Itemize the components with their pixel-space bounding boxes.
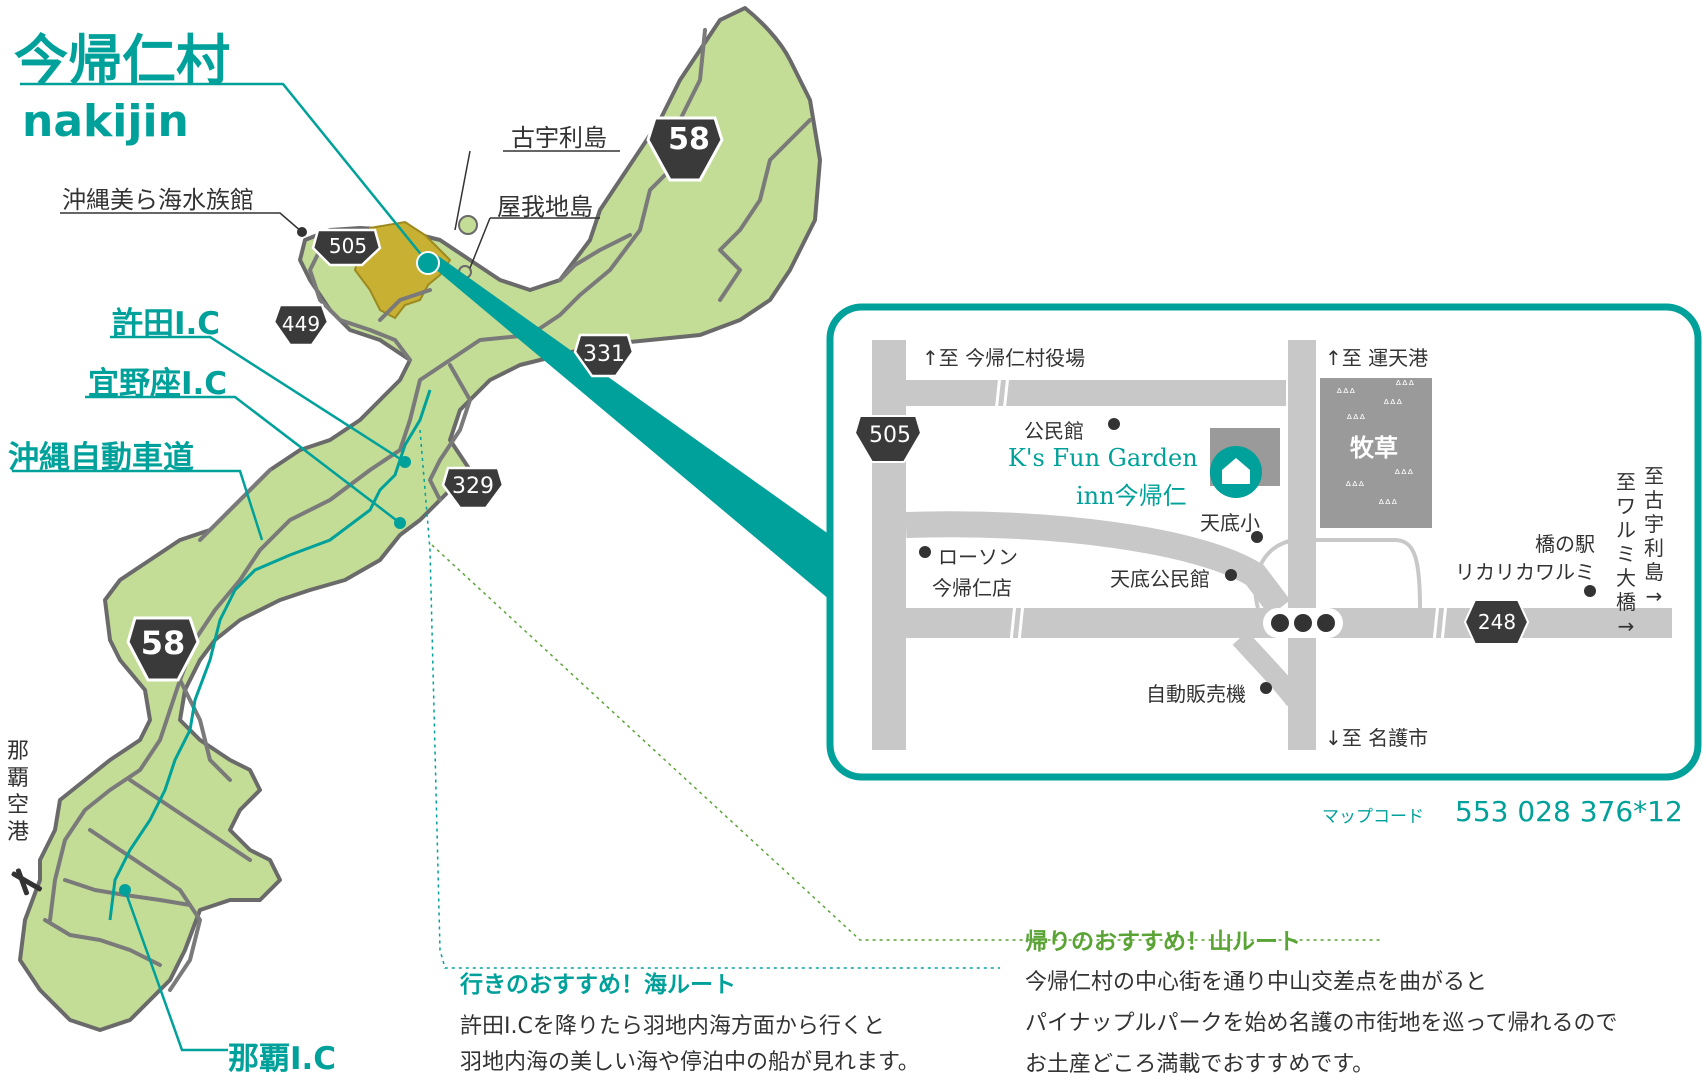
sea-route-line2: 羽地内海の美しい海や停泊中の船が見れます。 — [460, 1050, 920, 1075]
route-number-58-south: 58 — [140, 624, 186, 662]
mountain-route-heading: 帰りのおすすめ！山ルート — [1025, 929, 1301, 955]
naha-ic-point — [119, 884, 131, 896]
roads — [43, 28, 812, 992]
inset-label-to-unten: ↑至 運天港 — [1325, 346, 1429, 370]
road-breaks — [994, 374, 1448, 643]
mountain-route-line2: パイナップルパークを始め名護の市街地を巡って帰れるので — [1025, 1011, 1618, 1036]
route-number-505: 505 — [328, 234, 368, 258]
label-ginoza-ic: 宜野座I.C — [88, 366, 228, 402]
inset-label-vending: 自動販売機 — [1146, 682, 1246, 706]
route-number-58-north: 58 — [668, 122, 710, 157]
ameshoko-hall-dot — [1225, 569, 1237, 581]
svg-text:ᐞᐞᐞ: ᐞᐞᐞ — [1345, 479, 1365, 493]
inset-label-pasture: 牧草 — [1350, 434, 1398, 462]
label-expressway: 沖縄自動車道 — [8, 440, 194, 476]
callout-cone — [428, 255, 830, 600]
label-kyoda-ic: 許田I.C — [112, 306, 221, 342]
vending-dot — [1260, 682, 1272, 694]
route-shield-505 — [311, 228, 382, 267]
inset-route-shield-248 — [1463, 599, 1530, 645]
pasture-grass: ᐞᐞᐞ ᐞᐞᐞ ᐞᐞᐞ ᐞᐞᐞ ᐞᐞᐞ ᐞᐞᐞ ᐞᐞᐞ — [1336, 378, 1415, 511]
sea-route-heading: 行きのおすすめ！海ルート — [460, 972, 736, 998]
label-kouri-island: 古宇利島 — [511, 124, 607, 152]
inset-label-inn-name-2: inn今帰仁 — [1076, 482, 1187, 510]
route-number-449: 449 — [281, 312, 321, 336]
kyoda-ic-point — [399, 456, 411, 468]
route-shield-449 — [272, 303, 330, 347]
sea-route-dots — [419, 429, 1000, 969]
inset-frame — [826, 303, 1702, 781]
inset-route-number-248: 248 — [1477, 610, 1517, 634]
mapcode-label: マップコード — [1322, 807, 1424, 827]
route-number-329: 329 — [452, 474, 494, 499]
traffic-signal-icon — [1263, 608, 1343, 638]
route-shield-331 — [573, 333, 635, 378]
mountain-route-line1: 今帰仁村の中心街を通り中山交差点を曲がると — [1025, 970, 1488, 995]
nakijin-marker — [416, 251, 440, 275]
lawson-dot — [919, 546, 931, 558]
kouri-island-shape — [458, 215, 478, 235]
inset-label-station-1: 橋の駅 — [1535, 532, 1595, 556]
svg-text:ᐞᐞᐞ: ᐞᐞᐞ — [1383, 397, 1403, 411]
svg-text:ᐞᐞᐞ: ᐞᐞᐞ — [1395, 378, 1415, 392]
leader-lines — [12, 82, 429, 1052]
mountain-route-dots — [431, 544, 1380, 941]
inset-label-ameshoko-hall: 天底公民館 — [1110, 567, 1210, 591]
inset-label-to-kouri: 至古宇利島→ — [1644, 464, 1664, 608]
ginoza-ic-point — [394, 517, 406, 529]
school-dot — [1251, 531, 1263, 543]
mountain-route-line3: お土産どころ満載でおすすめです。 — [1025, 1052, 1375, 1077]
inset-route-number-505: 505 — [869, 423, 911, 448]
label-churaumi: 沖縄美ら海水族館 — [62, 186, 254, 214]
label-naha-airport: 那覇空港 — [6, 739, 29, 845]
airplane-icon — [11, 868, 42, 896]
route-shield-58-north — [646, 116, 724, 182]
pasture-block — [1320, 378, 1432, 528]
svg-text:ᐞᐞᐞ: ᐞᐞᐞ — [1336, 386, 1356, 400]
title-japanese: 今帰仁村 — [14, 29, 230, 92]
route-number-331: 331 — [583, 342, 625, 367]
mapcode-value: 553 028 376*12 — [1455, 795, 1683, 828]
inset-label-lawson-1: ローソン — [938, 545, 1018, 569]
inset-label-to-village-office: ↑至 今帰仁村役場 — [922, 346, 1086, 370]
community-hall-dot — [1108, 418, 1120, 430]
sea-route-line1: 許田I.Cを降りたら羽地内海方面から行くと — [460, 1014, 885, 1039]
inset-route-shield-505 — [853, 415, 923, 463]
label-naha-ic: 那覇I.C — [228, 1041, 337, 1077]
inset-label-inn-name-1: K's Fun Garden — [1008, 444, 1198, 472]
route-shield-329 — [441, 466, 505, 510]
title-english: nakijin — [22, 96, 189, 147]
route-shield-58-south — [126, 616, 200, 682]
inset-label-station-2: リカリカワルミ — [1455, 560, 1595, 584]
inset-label-school: 天底小 — [1200, 511, 1260, 535]
label-yagaji-island: 屋我地島 — [497, 193, 593, 221]
inset-label-to-nago: ↓至 名護市 — [1325, 726, 1429, 750]
house-icon — [1222, 458, 1250, 484]
svg-text:ᐞᐞᐞ: ᐞᐞᐞ — [1394, 467, 1414, 481]
station-dot — [1584, 585, 1596, 597]
churaumi-point — [297, 227, 307, 237]
expressway-line — [108, 389, 432, 921]
okinawa-island — [18, 6, 822, 1032]
inset-label-community-hall: 公民館 — [1024, 419, 1084, 443]
inset-label-lawson-2: 今帰仁店 — [932, 576, 1012, 600]
svg-text:ᐞᐞᐞ: ᐞᐞᐞ — [1378, 497, 1398, 511]
inset-label-to-warumi: 至ワルミ大橋→ — [1616, 470, 1636, 638]
place-leaders — [60, 150, 620, 269]
svg-text:ᐞᐞᐞ: ᐞᐞᐞ — [1346, 412, 1366, 426]
